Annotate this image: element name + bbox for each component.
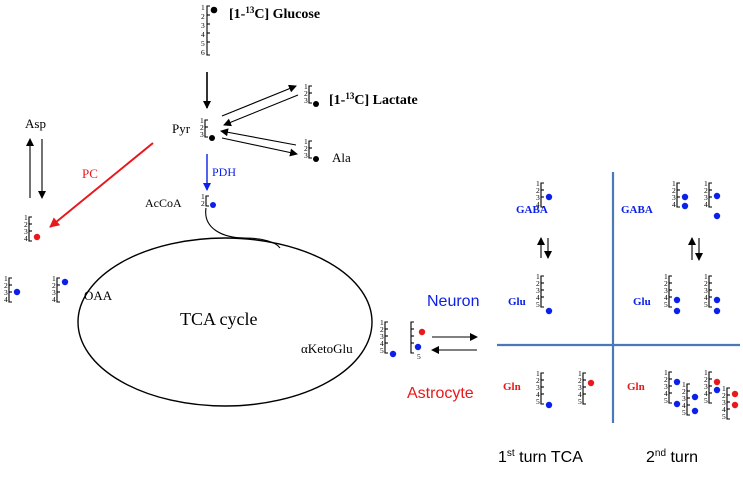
gln-2nd-skeleton-a [663, 367, 681, 408]
pdh-label: PDH [212, 165, 236, 179]
lactate-to-pyr-arrow [223, 94, 299, 127]
second-turn-label: 2nd turn [646, 448, 698, 466]
oaa-skeleton-2 [51, 273, 69, 305]
gln-2nd-skeleton-c [681, 379, 699, 418]
pyr-c3-dot [209, 135, 215, 141]
oaa-skeleton-1 [3, 273, 21, 305]
akg-label: αKetoGlu [301, 341, 353, 356]
svg-text:5: 5 [201, 39, 205, 48]
gaba-1st-skeleton [535, 178, 553, 210]
glucose-skeleton: 1 2 3 4 5 6 [201, 3, 218, 57]
oaa1-c3-dot [13, 288, 21, 296]
oaa-pc-skeleton [23, 212, 41, 244]
svg-text:4: 4 [201, 30, 205, 39]
acoa-c2-dot [210, 202, 216, 208]
gaba-label-2: GABA [621, 204, 653, 216]
tca-cycle-ellipse [77, 237, 373, 407]
lactate-skeleton [303, 81, 319, 107]
asp-label: Asp [25, 116, 46, 131]
pyr-to-ala-arrow [221, 137, 298, 157]
glu-1st-skeleton [535, 271, 553, 315]
lactate-label: [1-13C] Lactate [329, 91, 418, 108]
akg-skeleton-2: 5 [410, 321, 426, 361]
oaa2-c2-dot [61, 278, 69, 286]
gln-2nd-skeleton-d [721, 383, 739, 422]
akg-skeleton-1 [379, 317, 397, 358]
akg1-c4-dot [389, 350, 397, 358]
glu-2nd-skeleton-b [703, 271, 721, 315]
glucose-label: [1-13C] Glucose [229, 5, 320, 22]
gln1b-c2-dot [587, 379, 595, 387]
neuron-label: Neuron [427, 293, 479, 310]
gln-2nd-skeleton-b [703, 367, 721, 406]
gaba-label-1: GABA [516, 204, 548, 216]
gaba1-dot [545, 193, 553, 201]
pc-arrow [49, 142, 154, 228]
oaa-pc-c3-dot [33, 233, 41, 241]
pyr-label: Pyr [172, 121, 191, 136]
akg2-c2-dot [418, 328, 426, 336]
gln-label-1: Gln [503, 381, 521, 393]
akg2-c4-dot [414, 343, 422, 351]
glu-label-2: Glu [633, 296, 651, 308]
lactate-c3-dot [313, 101, 319, 107]
gaba-2nd-skeleton-a [671, 178, 689, 210]
svg-text:5: 5 [417, 352, 421, 361]
glucose-c1-label-dot [210, 6, 218, 14]
first-turn-label: 1st turn TCA [498, 448, 583, 466]
ala-c3-dot [313, 156, 319, 162]
svg-text:1: 1 [201, 192, 205, 201]
acoa-label: AcCoA [145, 196, 182, 210]
gaba-2nd-skeleton-b [703, 178, 721, 220]
ala-skeleton [303, 136, 319, 162]
astrocyte-label: Astrocyte [407, 385, 474, 402]
ala-label: Ala [332, 150, 351, 165]
svg-text:1: 1 [201, 3, 205, 12]
svg-text:2: 2 [201, 12, 205, 21]
gln1a-c4-dot [545, 401, 553, 409]
acoa-skeleton: 12 [201, 192, 216, 208]
glu-2nd-skeleton-a [663, 271, 681, 315]
svg-text:3: 3 [201, 21, 205, 30]
glu1-c4-dot [545, 307, 553, 315]
svg-text:2: 2 [201, 199, 205, 208]
oaa-label: OAA [84, 288, 113, 303]
gln-label-2: Gln [627, 381, 645, 393]
pyr-skeleton [199, 115, 215, 141]
ala-to-pyr-arrow [220, 128, 297, 146]
tca-cycle-label: TCA cycle [180, 309, 257, 329]
gln-1st-skeleton-a [535, 368, 553, 409]
gln-1st-skeleton-b [577, 368, 595, 407]
svg-text:6: 6 [201, 48, 205, 57]
pc-label: PC [82, 166, 98, 181]
glu-label-1: Glu [508, 296, 526, 308]
pyr-to-lactate-arrow [221, 84, 297, 117]
